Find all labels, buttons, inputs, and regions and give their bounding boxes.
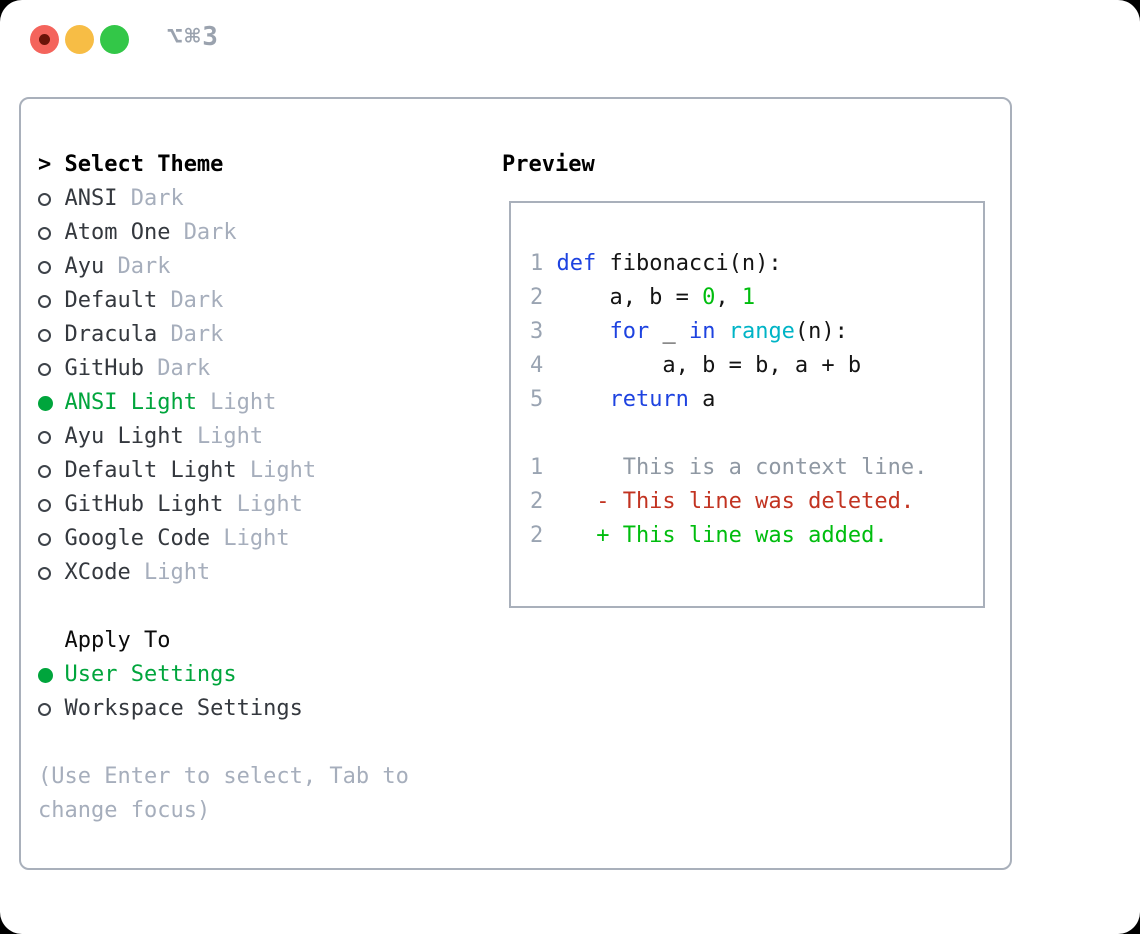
theme-option[interactable]: Ayu Light Light [38, 420, 409, 454]
apply-to-option[interactable]: User Settings [38, 658, 409, 692]
code-line: 3 for _ in range(n): [530, 315, 927, 349]
code-line: 2 - This line was deleted. [530, 485, 927, 519]
code-line: 2 a, b = 0, 1 [530, 281, 927, 315]
apply-to-option[interactable]: Workspace Settings [38, 692, 409, 726]
window-title-shortcut: ⌥⌘3 [167, 22, 220, 52]
theme-variant-label: Light [196, 424, 264, 449]
code-line: 4 a, b = b, a + b [530, 349, 927, 383]
preview-title: Preview [502, 152, 595, 177]
theme-option[interactable]: ANSI Light Light [38, 386, 409, 420]
record-dot-icon [39, 34, 50, 45]
theme-variant-label: Light [223, 526, 290, 551]
theme-variant-label: Dark [183, 220, 237, 245]
select-theme-header: > Select Theme [38, 148, 409, 182]
theme-name: Ayu [64, 254, 105, 279]
theme-name: GitHub Light [64, 492, 224, 517]
select-theme-title: Select Theme [64, 152, 224, 177]
theme-name: Default Light [64, 458, 237, 483]
theme-variant-label: Light [236, 492, 303, 517]
minimize-button[interactable] [65, 25, 94, 54]
theme-name: Google Code [64, 526, 211, 551]
radio-icon [38, 352, 64, 386]
radio-selected-icon [38, 386, 64, 420]
theme-variant-label: Dark [170, 322, 224, 347]
theme-option[interactable]: Default Light Light [38, 454, 409, 488]
radio-icon [38, 420, 64, 454]
radio-icon [38, 182, 64, 216]
radio-icon [38, 250, 64, 284]
code-line: 2 + This line was added. [530, 519, 927, 553]
apply-to-title: Apply To [64, 628, 171, 653]
radio-icon [38, 216, 64, 250]
apply-to-label: Workspace Settings [64, 696, 303, 721]
theme-name: Dracula [64, 322, 158, 347]
theme-option[interactable]: GitHub Light Light [38, 488, 409, 522]
theme-name: Ayu Light [64, 424, 184, 449]
theme-variant-label: Light [210, 390, 277, 415]
apply-to-header: Apply To [38, 624, 409, 658]
code-line [530, 417, 927, 451]
hint-line: (Use Enter to select, Tab to [38, 764, 409, 789]
theme-option[interactable]: GitHub Dark [38, 352, 409, 386]
radio-icon [38, 454, 64, 488]
spacer [38, 590, 409, 624]
radio-icon [38, 556, 64, 590]
code-line: 5 return a [530, 383, 927, 417]
close-button[interactable] [30, 25, 59, 54]
theme-name: ANSI Light [64, 390, 197, 415]
line-number: 2 [530, 523, 544, 548]
radio-icon [38, 318, 64, 352]
theme-option[interactable]: XCode Light [38, 556, 409, 590]
theme-name: XCode [64, 560, 131, 585]
title-bar: ⌥⌘3 [0, 0, 1140, 78]
line-number: 4 [530, 353, 544, 378]
theme-variant-label: Dark [130, 186, 184, 211]
theme-name: ANSI [64, 186, 118, 211]
code-line: 1 This is a context line. [530, 451, 927, 485]
hint-line: change focus) [38, 798, 211, 823]
theme-option[interactable]: Ayu Dark [38, 250, 409, 284]
line-number: 1 [530, 251, 544, 276]
radio-selected-icon [38, 658, 64, 692]
theme-option[interactable]: Google Code Light [38, 522, 409, 556]
radio-icon [38, 488, 64, 522]
theme-variant-label: Dark [117, 254, 171, 279]
theme-option[interactable]: Atom One Dark [38, 216, 409, 250]
radio-icon [38, 522, 64, 556]
theme-variant-label: Light [249, 458, 317, 483]
theme-variant-label: Dark [157, 356, 211, 381]
theme-variant-label: Light [143, 560, 211, 585]
theme-option[interactable]: Default Dark [38, 284, 409, 318]
line-number: 2 [530, 285, 544, 310]
theme-name: GitHub [64, 356, 144, 381]
line-number: 5 [530, 387, 544, 412]
theme-name: Default [64, 288, 158, 313]
theme-option[interactable]: Dracula Dark [38, 318, 409, 352]
spacer [38, 726, 409, 760]
theme-option[interactable]: ANSI Dark [38, 182, 409, 216]
radio-icon [38, 284, 64, 318]
zoom-button[interactable] [100, 25, 129, 54]
line-number: 2 [530, 489, 544, 514]
line-number: 1 [530, 455, 544, 480]
line-number: 3 [530, 319, 544, 344]
keyboard-hint: (Use Enter to select, Tab to change focus… [38, 760, 409, 828]
theme-name: Atom One [64, 220, 171, 245]
apply-to-label: User Settings [64, 662, 237, 687]
radio-icon [38, 692, 64, 726]
focus-arrow-icon: > [38, 152, 52, 177]
theme-variant-label: Dark [170, 288, 224, 313]
